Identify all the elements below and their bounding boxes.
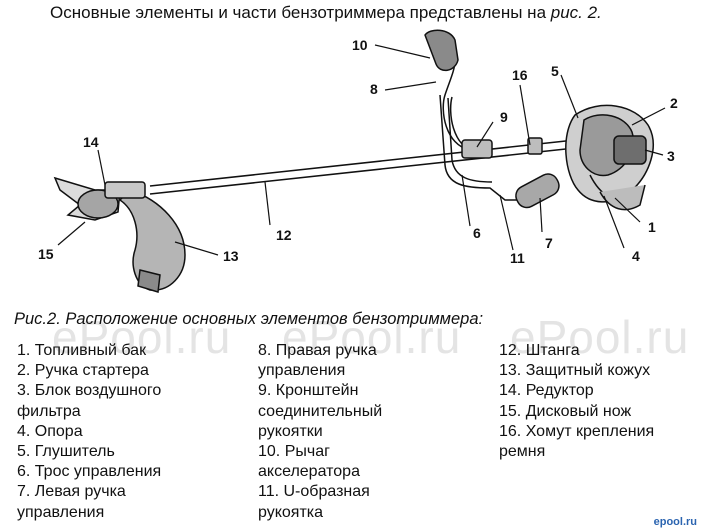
callout-numbers: 1 2 3 4 5 6 7 8 9 10 11 12 13 14 15 16 [38,37,678,266]
legend-line: управления [258,362,346,380]
legend-line: соединительный [258,402,383,420]
callout-1: 1 [648,219,656,235]
watermark: ePool.ru [52,311,232,363]
legend-line: 13. Защитный кожух [499,362,651,380]
callout-9: 9 [500,109,508,125]
legend-column-1: 1. Топливный бак 2. Ручка стартера 3. Бл… [17,341,161,523]
engine [565,104,654,211]
intro-main: Основные элементы и части бензотриммера … [50,3,551,22]
callout-5: 5 [551,63,559,79]
site-logo: epool.ru [653,516,697,528]
legend-line: акселератора [258,463,360,481]
legend-line: 5. Глушитель [17,443,115,461]
callout-10: 10 [352,37,368,53]
legend-line: 10. Рычаг [258,443,330,461]
shaft [149,139,576,195]
legend-line: 2. Ручка стартера [17,362,149,380]
callout-15: 15 [38,246,54,262]
legend-line: 1. Топливный бак [17,342,147,359]
callout-14: 14 [83,134,99,150]
legend-line: ремня [499,443,546,461]
intro-figure-ref: рис. 2. [550,3,602,22]
legend-line: рукоятка [258,503,324,521]
legend-line: 9. Кронштейн [258,382,359,400]
callout-13: 13 [223,248,239,264]
callout-6: 6 [473,225,481,241]
legend-line: 11. U-образная [258,483,370,501]
legend-line: 4. Опора [17,422,83,440]
legend-column-3: 12. Штанга 13. Защитный кожух 14. Редукт… [499,341,654,462]
callout-3: 3 [667,148,675,164]
legend-line: управления [17,503,105,521]
guard-and-blade [53,176,186,293]
legend-line: фильтра [17,402,81,420]
callout-12: 12 [276,227,292,243]
callout-4: 4 [632,248,640,264]
figure-caption: Рис.2. Расположение основных элементов б… [14,310,484,328]
legend-line: 16. Хомут крепления [499,422,655,440]
trimmer-diagram: 1 2 3 4 5 6 7 8 9 10 11 12 13 14 15 16 [38,29,678,293]
intro-text: Основные элементы и части бензотриммера … [50,3,602,23]
callout-8: 8 [370,81,378,97]
leader-lines [57,44,666,256]
legend-line: 15. Дисковый нож [499,402,632,420]
legend-line: 3. Блок воздушного [17,382,162,400]
callout-16: 16 [512,67,528,83]
legend-line: 12. Штанга [499,342,580,359]
legend-line: 7. Левая ручка [17,483,126,501]
callout-2: 2 [670,95,678,111]
legend-line: 14. Редуктор [499,382,594,400]
legend-column-2: 8. Правая ручка управления 9. Кронштейн … [258,341,382,523]
legend-line: 8. Правая ручка [258,342,377,359]
handle [424,29,560,209]
callout-7: 7 [545,235,553,251]
legend-line: рукоятки [258,422,323,440]
callout-11: 11 [510,250,525,266]
legend-line: 6. Трос управления [17,463,162,481]
watermark: ePool.ru [510,311,690,363]
watermark: ePool.ru [282,311,462,363]
